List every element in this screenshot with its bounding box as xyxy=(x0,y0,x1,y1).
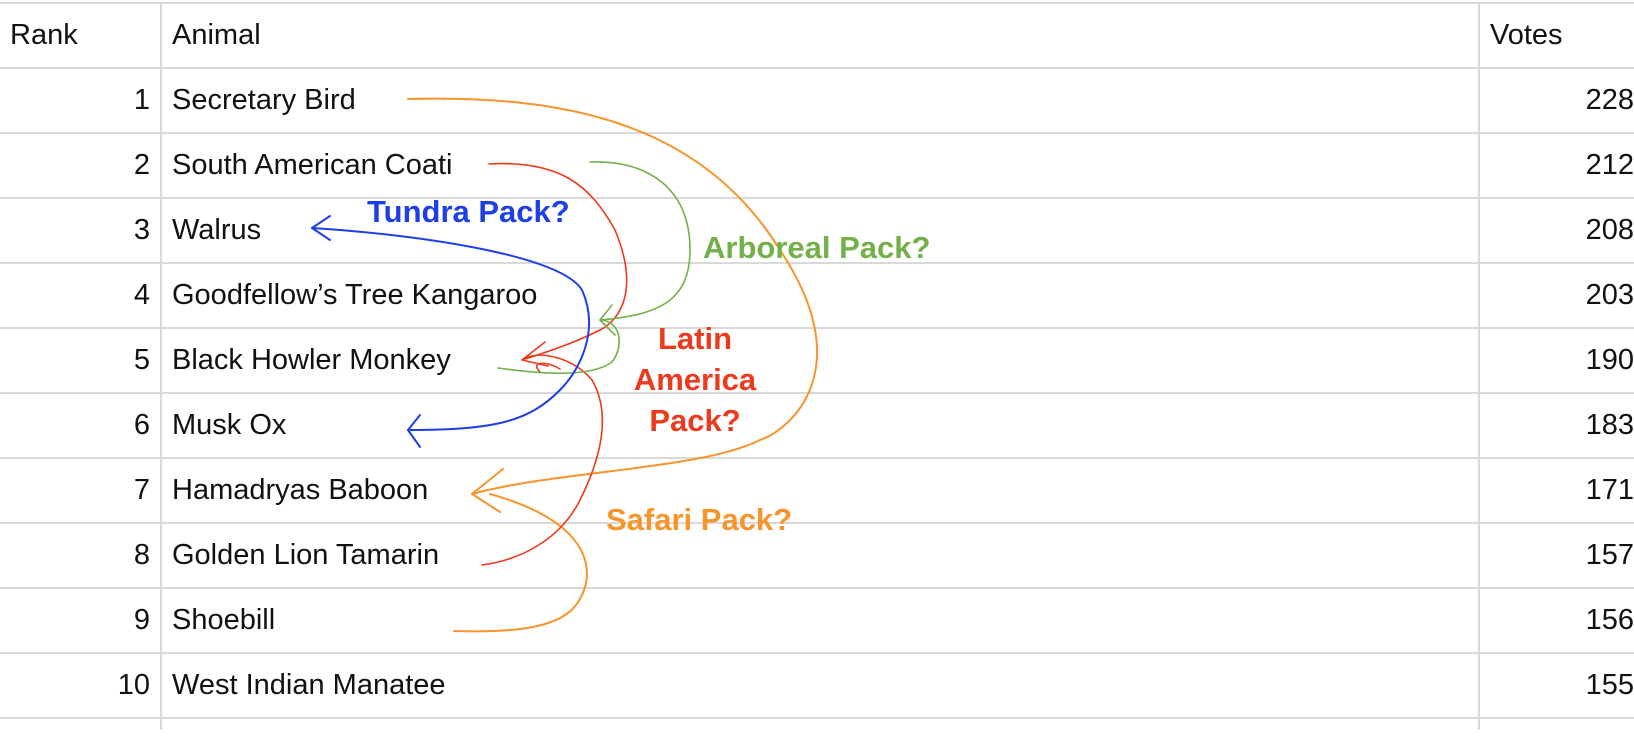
rank-cell[interactable]: 9 xyxy=(0,587,162,654)
animal-cell[interactable] xyxy=(161,717,1480,730)
animal-cell[interactable]: Golden Lion Tamarin xyxy=(161,522,1480,589)
votes-cell[interactable]: 156 xyxy=(1479,587,1634,654)
table-row: 4 Goodfellow’s Tree Kangaroo 203 xyxy=(0,262,1634,329)
table-row: 5 Black Howler Monkey 190 xyxy=(0,327,1634,394)
table-row: 9 Shoebill 156 xyxy=(0,587,1634,654)
table-row: 10 West Indian Manatee 155 xyxy=(0,652,1634,719)
animal-cell[interactable]: Shoebill xyxy=(161,587,1480,654)
table-row: 8 Golden Lion Tamarin 157 xyxy=(0,522,1634,589)
header-rank[interactable]: Rank xyxy=(0,2,162,69)
votes-cell[interactable]: 203 xyxy=(1479,262,1634,329)
animal-cell[interactable]: South American Coati xyxy=(161,132,1480,199)
table-row-partial xyxy=(0,717,1634,730)
votes-cell[interactable]: 212 xyxy=(1479,132,1634,199)
rank-cell[interactable]: 1 xyxy=(0,67,162,134)
rank-cell[interactable]: 2 xyxy=(0,132,162,199)
votes-cell[interactable]: 183 xyxy=(1479,392,1634,459)
animal-cell[interactable]: Black Howler Monkey xyxy=(161,327,1480,394)
table-row: 1 Secretary Bird 228 xyxy=(0,67,1634,134)
rank-cell[interactable]: 10 xyxy=(0,652,162,719)
tundra-pack-label: Tundra Pack? xyxy=(367,194,570,229)
rank-cell[interactable]: 8 xyxy=(0,522,162,589)
rank-cell[interactable]: 4 xyxy=(0,262,162,329)
table-row: 3 Walrus 208 xyxy=(0,197,1634,264)
votes-cell[interactable]: 228 xyxy=(1479,67,1634,134)
votes-cell[interactable]: 190 xyxy=(1479,327,1634,394)
header-votes[interactable]: Votes xyxy=(1479,2,1634,69)
animal-cell[interactable]: West Indian Manatee xyxy=(161,652,1480,719)
arboreal-pack-label: Arboreal Pack? xyxy=(703,230,931,265)
table-row: 7 Hamadryas Baboon 171 xyxy=(0,457,1634,524)
header-row: Rank Animal Votes xyxy=(0,2,1634,69)
rank-cell[interactable]: 6 xyxy=(0,392,162,459)
votes-cell[interactable] xyxy=(1479,717,1634,730)
votes-cell[interactable]: 171 xyxy=(1479,457,1634,524)
safari-pack-label: Safari Pack? xyxy=(606,502,793,537)
animal-cell[interactable]: Hamadryas Baboon xyxy=(161,457,1480,524)
animal-cell[interactable]: Goodfellow’s Tree Kangaroo xyxy=(161,262,1480,329)
latin-america-pack-label: Latin America Pack? xyxy=(633,321,757,438)
rank-cell[interactable] xyxy=(0,717,162,730)
votes-cell[interactable]: 208 xyxy=(1479,197,1634,264)
table-row: 2 South American Coati 212 xyxy=(0,132,1634,199)
header-animal[interactable]: Animal xyxy=(161,2,1480,69)
votes-cell[interactable]: 157 xyxy=(1479,522,1634,589)
votes-cell[interactable]: 155 xyxy=(1479,652,1634,719)
animal-cell[interactable]: Secretary Bird xyxy=(161,67,1480,134)
table-row: 6 Musk Ox 183 xyxy=(0,392,1634,459)
rank-cell[interactable]: 5 xyxy=(0,327,162,394)
animal-cell[interactable]: Musk Ox xyxy=(161,392,1480,459)
rank-cell[interactable]: 7 xyxy=(0,457,162,524)
rank-cell[interactable]: 3 xyxy=(0,197,162,264)
animal-cell[interactable]: Walrus xyxy=(161,197,1480,264)
